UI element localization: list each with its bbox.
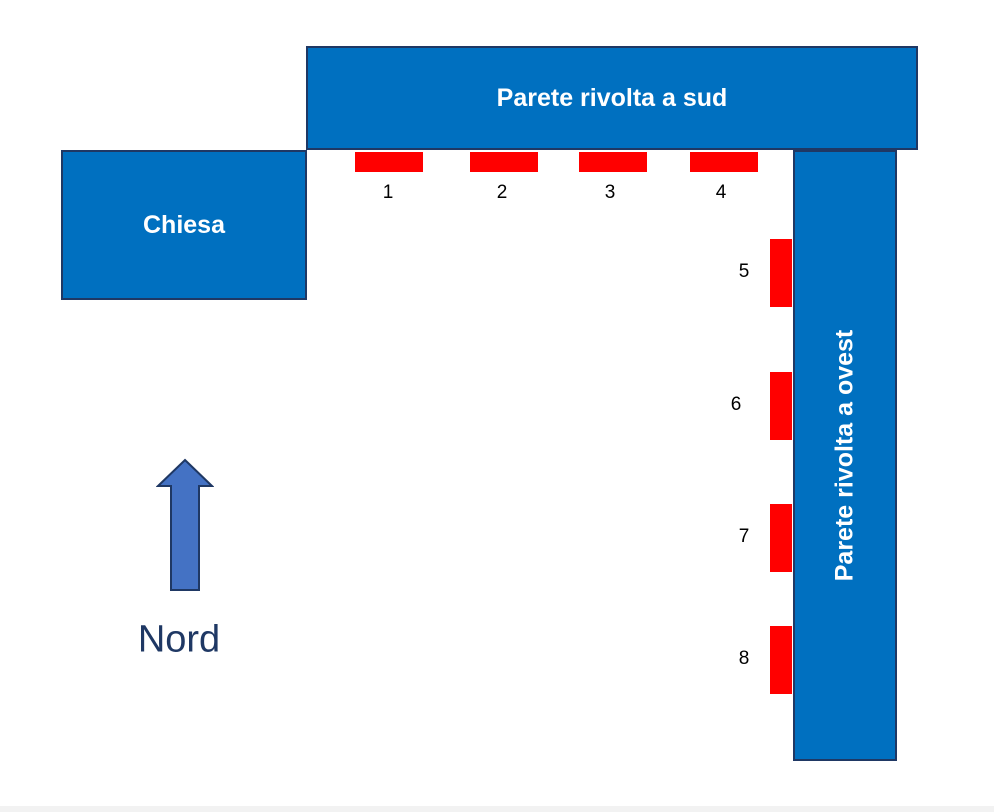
marker-number-7: 7 [738, 526, 750, 547]
marker-number-5: 5 [738, 261, 750, 282]
arrow-up-icon [156, 458, 214, 591]
bottom-edge-strip [0, 806, 994, 812]
west-wall-label: Parete rivolta a ovest [830, 329, 859, 582]
south-wall-label: Parete rivolta a sud [496, 83, 728, 112]
marker-number-3: 3 [604, 182, 616, 203]
church-label: Chiesa [143, 210, 225, 239]
marker-3 [579, 152, 647, 172]
west-facing-wall: Parete rivolta a ovest [793, 150, 897, 761]
marker-number-8: 8 [738, 648, 750, 669]
marker-1 [355, 152, 423, 172]
marker-6 [770, 372, 792, 440]
marker-2 [470, 152, 538, 172]
marker-7 [770, 504, 792, 572]
marker-8 [770, 626, 792, 694]
south-facing-wall: Parete rivolta a sud [306, 46, 918, 150]
church-block: Chiesa [61, 150, 307, 300]
marker-number-1: 1 [382, 182, 394, 203]
marker-number-2: 2 [496, 182, 508, 203]
marker-number-4: 4 [715, 182, 727, 203]
marker-number-6: 6 [730, 394, 742, 415]
marker-5 [770, 239, 792, 307]
marker-4 [690, 152, 758, 172]
north-label: Nord [137, 618, 221, 661]
